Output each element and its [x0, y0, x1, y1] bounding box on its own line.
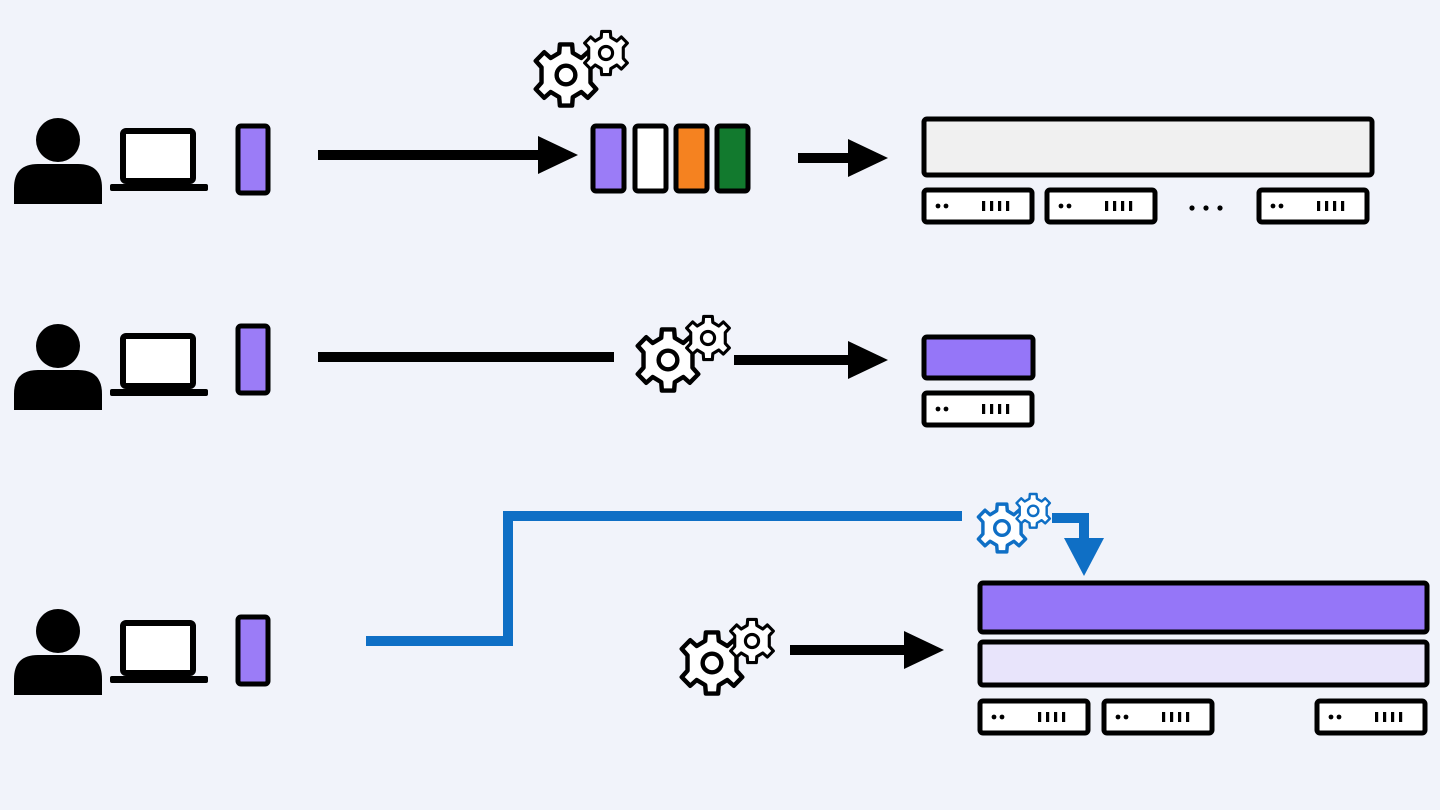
- gears-icon: [536, 31, 628, 105]
- server-icon: [1047, 190, 1155, 222]
- storage-bar: [977, 580, 1430, 635]
- flow-line-blue: [1052, 513, 1089, 540]
- storage-bar: [977, 639, 1430, 688]
- laptop-icon: [110, 336, 208, 396]
- arrow-right-icon: [790, 631, 944, 669]
- server-icon: [924, 393, 1032, 425]
- flow-line-blue: [366, 511, 962, 646]
- server-icon: [980, 701, 1088, 733]
- arrow-right-icon: [734, 341, 888, 379]
- laptop-icon: [110, 623, 208, 683]
- user-icon: [14, 609, 102, 695]
- user-icon: [14, 118, 102, 204]
- gears-icon: [638, 316, 730, 390]
- server-icon: [1259, 190, 1367, 222]
- queue-cell: [714, 123, 751, 194]
- request-block: [235, 614, 271, 687]
- laptop-icon: [110, 131, 208, 191]
- queue-cell: [590, 123, 627, 194]
- queue-cell: [632, 123, 669, 194]
- user-icon: [14, 324, 102, 410]
- server-icon: [1104, 701, 1212, 733]
- arrow-right-icon-head: [538, 136, 578, 174]
- arrow-right-icon-head: [848, 341, 888, 379]
- ellipsis-icon: [1217, 205, 1223, 211]
- arrow-right-icon-head: [904, 631, 944, 669]
- arrow-right-icon-head: [848, 139, 888, 177]
- ellipsis-icon: [1203, 205, 1209, 211]
- arrow-down-icon: [1064, 538, 1104, 576]
- server-icon: [1317, 701, 1425, 733]
- queue-cell: [673, 123, 710, 194]
- arrow-right-icon: [798, 139, 888, 177]
- request-block: [235, 323, 271, 396]
- storage-bar: [921, 116, 1375, 178]
- gears-icon: [978, 494, 1049, 552]
- ellipsis-icon: [1189, 205, 1195, 211]
- request-block: [235, 123, 271, 196]
- gears-icon: [682, 619, 774, 693]
- storage-block: [921, 334, 1036, 381]
- server-icon: [924, 190, 1032, 222]
- arrow-right-icon: [318, 136, 578, 174]
